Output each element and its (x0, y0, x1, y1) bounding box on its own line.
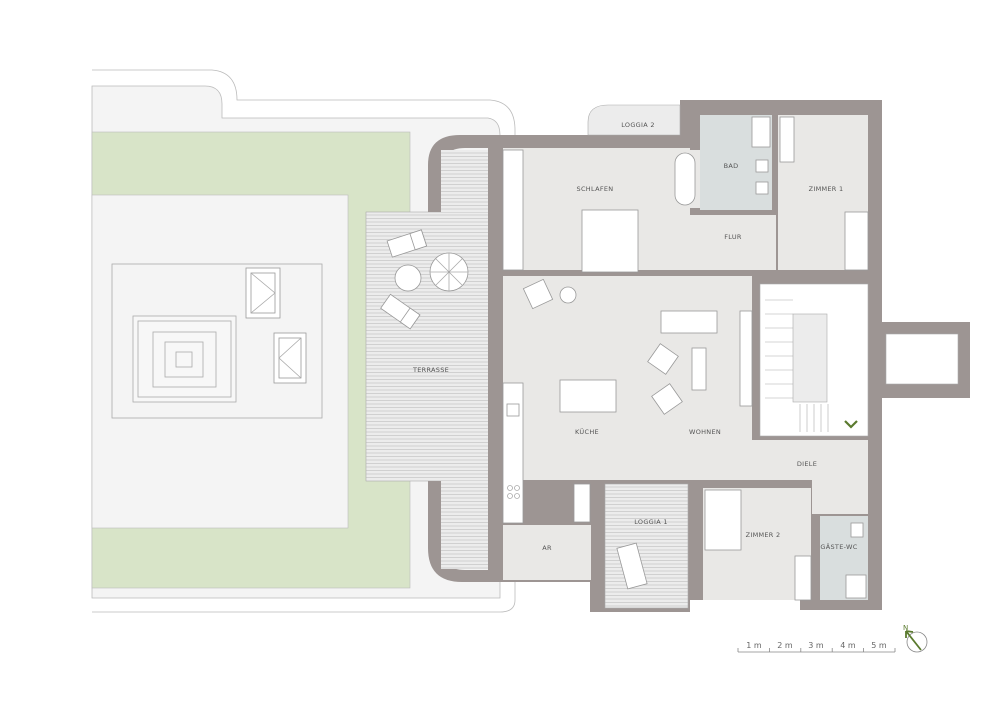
room-label-zimmer2: ZIMMER 2 (746, 531, 781, 539)
loggia-2 (587, 104, 681, 136)
room-label-loggia2: LOGGIA 2 (621, 121, 655, 129)
sink (755, 181, 769, 195)
side-table (559, 286, 577, 304)
room-kueche-wohnen (503, 276, 868, 480)
tv-unit (739, 310, 753, 407)
bed (844, 211, 869, 271)
entrance-chevron-icon (844, 420, 858, 429)
room-label-kueche: KÜCHE (575, 427, 599, 436)
north-label: N (903, 624, 908, 632)
sun-lounger (616, 542, 648, 590)
stair-eye (792, 313, 828, 403)
deck-boards (366, 214, 496, 478)
toilet (850, 522, 864, 538)
room-label-bad: BAD (724, 162, 739, 170)
kitchen-sink (506, 403, 520, 417)
sun-lounger (380, 293, 421, 330)
shower (751, 116, 771, 148)
fridge (573, 483, 591, 523)
terrace-deck (365, 211, 497, 482)
dining-table (559, 379, 617, 413)
desk (779, 116, 795, 163)
deck-boards (605, 486, 688, 607)
terrace-table (394, 264, 422, 292)
room-label-ar: AR (542, 544, 552, 552)
room-ar (503, 525, 591, 580)
armchair (522, 278, 554, 310)
armchair (651, 383, 683, 415)
room-label-wohnen: WOHNEN (689, 428, 721, 436)
scale-label: 4 m (840, 641, 856, 650)
roof-skylight (245, 267, 281, 319)
shower (845, 574, 867, 599)
deck-boards (441, 152, 490, 210)
room-loggia1 (604, 483, 689, 609)
scale-label: 2 m (777, 641, 793, 650)
elevator-shaft (872, 322, 970, 398)
deck-boards (441, 483, 490, 569)
roof-vent-structure (132, 315, 237, 403)
desk (704, 489, 742, 551)
room-label-diele: DIELE (797, 460, 817, 468)
sink (755, 159, 769, 173)
kitchen-counter (502, 382, 524, 524)
terrace-deck-lower (441, 481, 490, 569)
room-label-loggia1: LOGGIA 1 (634, 518, 668, 526)
room-flur (690, 215, 776, 270)
room-label-terrasse: TERRASSE (412, 366, 449, 374)
scale-label: 3 m (808, 641, 824, 650)
staircase (765, 299, 829, 432)
wardrobe (502, 149, 524, 271)
north-arrow-icon: N (903, 624, 928, 653)
scale-label: 5 m (871, 641, 887, 650)
bathtub (674, 152, 696, 206)
armchair (647, 343, 679, 375)
parasol (429, 252, 469, 292)
roof-skylight (273, 332, 307, 384)
room-label-zimmer1: ZIMMER 1 (809, 185, 844, 193)
scale-bar: 1 m 2 m 3 m 4 m 5 m (737, 641, 896, 653)
sideboard (691, 347, 707, 391)
scale-label: 1 m (746, 641, 762, 650)
bed (581, 209, 639, 273)
bed (794, 555, 812, 601)
sun-lounger (386, 229, 428, 258)
room-corridor (812, 480, 868, 514)
room-label-flur: FLUR (724, 233, 742, 241)
room-label-gaeste-wc: GÄSTE-WC (820, 542, 857, 551)
sofa (660, 310, 718, 334)
room-label-schlafen: SCHLAFEN (577, 185, 614, 193)
cooktop (507, 485, 520, 499)
